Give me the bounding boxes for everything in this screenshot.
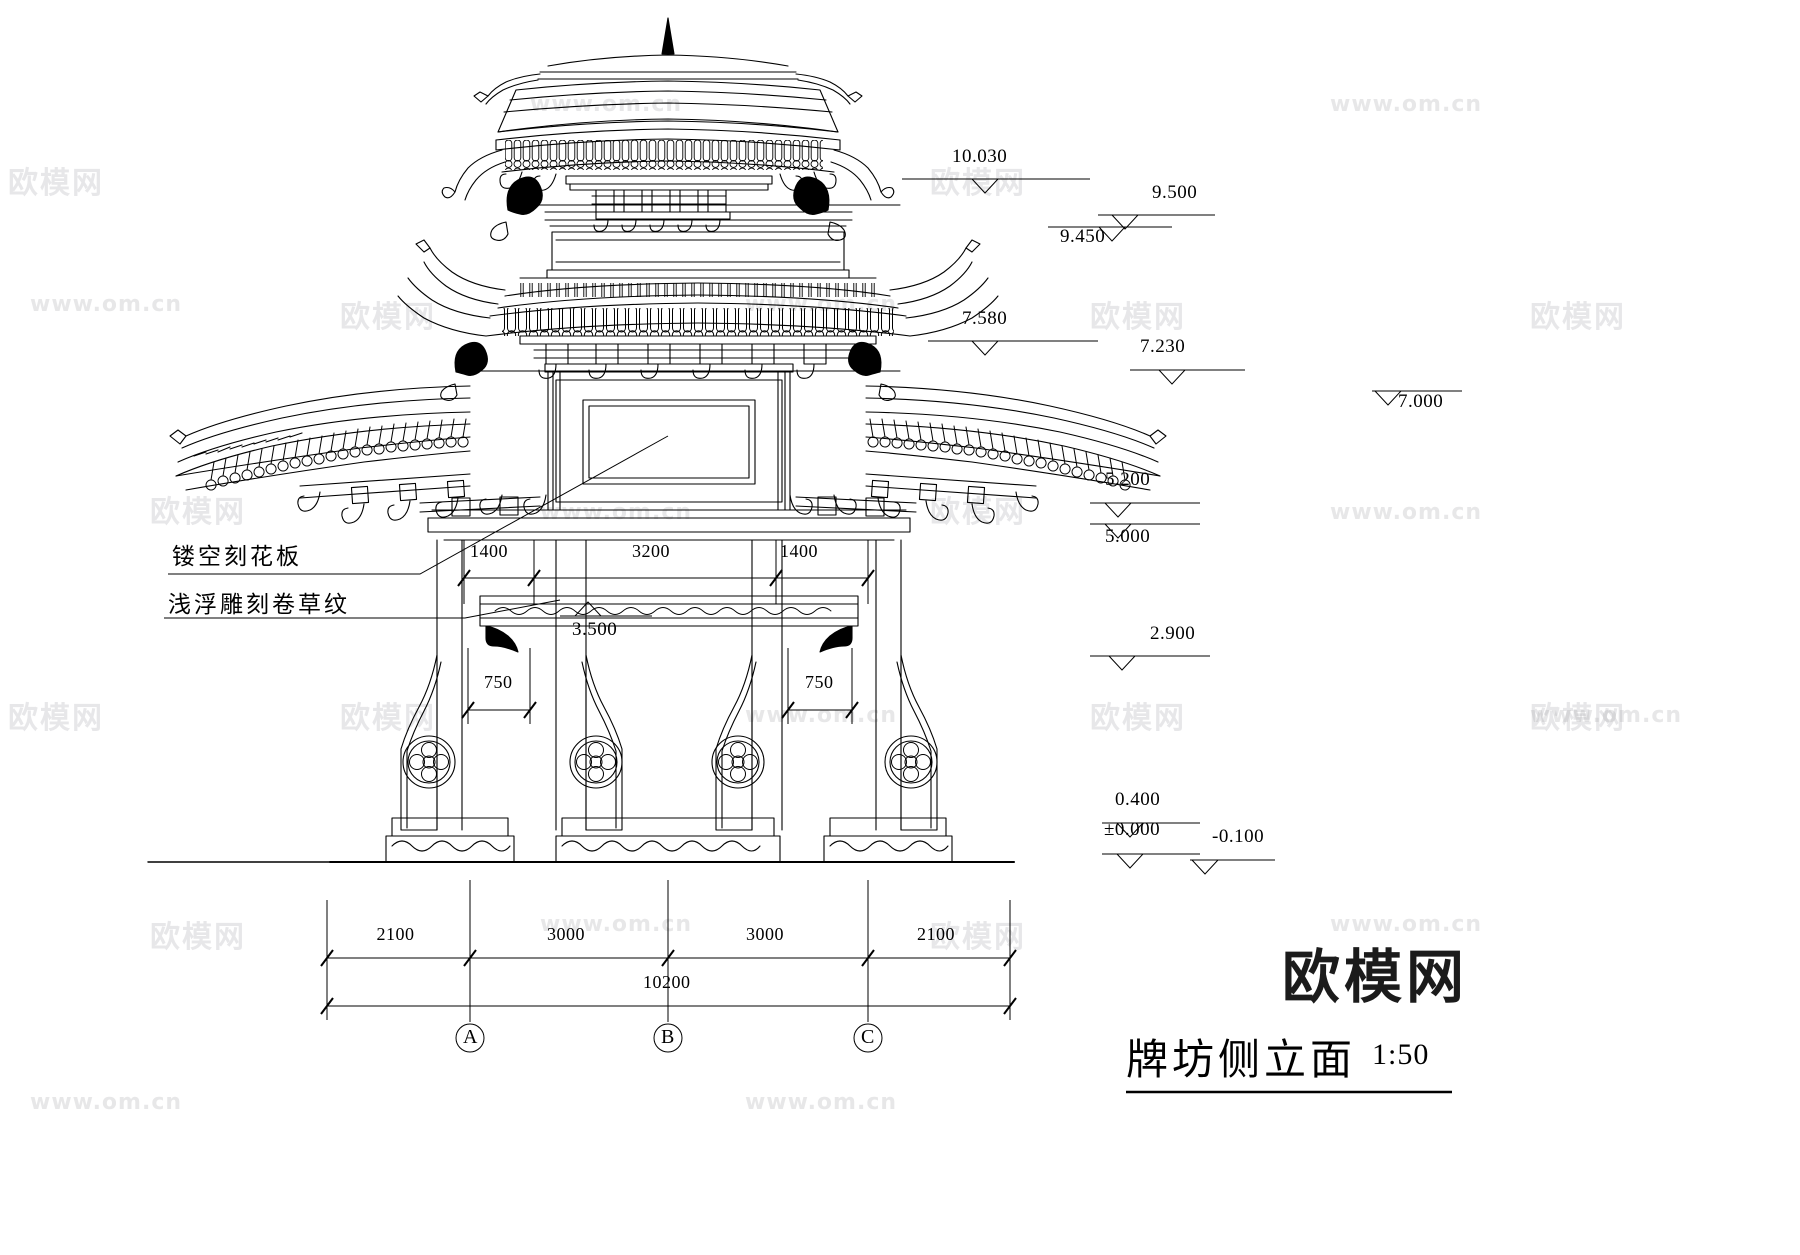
elevation-triangle xyxy=(1103,523,1133,539)
elevation-triangle xyxy=(970,178,1000,194)
watermark-cn: 欧模网 xyxy=(1530,701,1626,736)
dimension-value: 750 xyxy=(484,672,513,692)
drawing-scale: 1:50 xyxy=(1372,1038,1430,1071)
watermark-cn: 欧模网 xyxy=(150,495,246,530)
watermark-cn: 欧模网 xyxy=(1090,300,1186,335)
dimension-lines xyxy=(320,540,1017,1053)
elevation-value: 10.030 xyxy=(952,146,1008,167)
annotation-note: 镂空刻花板 xyxy=(172,544,302,570)
carved-lintel xyxy=(479,595,859,653)
elevation-triangle xyxy=(1103,502,1133,518)
elevation-triangle xyxy=(1373,390,1403,406)
drawing-title: 牌坊侧立面 xyxy=(1126,1035,1357,1084)
elevation-value: 5.000 xyxy=(1105,526,1151,547)
watermark-url: www.om.cn xyxy=(1330,500,1483,525)
watermark-cn: 欧模网 xyxy=(1090,701,1186,736)
roof-lower xyxy=(169,341,1167,524)
grid-bubble-label: C xyxy=(861,1026,875,1048)
central-plaque xyxy=(544,363,794,511)
elevation-value: ±0.000 xyxy=(1104,819,1161,840)
elevation-triangle xyxy=(970,340,1000,356)
elevation-value: 9.450 xyxy=(1060,226,1106,247)
elevation-value: 2.900 xyxy=(1150,623,1196,644)
watermark-cn: 欧模网 xyxy=(930,166,1026,201)
watermark-url: www.om.cn xyxy=(30,1090,183,1115)
plinths xyxy=(385,817,953,863)
elevation-triangle xyxy=(1115,822,1145,838)
elevation-triangle xyxy=(1157,369,1187,385)
elevation-triangle xyxy=(1107,655,1137,671)
dimension-value: 750 xyxy=(805,672,834,692)
elevation-triangle xyxy=(1110,214,1140,230)
note-leaders xyxy=(164,435,669,619)
dimension-segment-value: 3000 xyxy=(547,924,585,944)
elevation-value: 7.580 xyxy=(962,308,1008,329)
elevation-value: 3.500 xyxy=(572,619,618,640)
elevation-triangle xyxy=(1115,853,1145,869)
elevation-triangle xyxy=(573,601,603,617)
elevation-value: 7.230 xyxy=(1140,336,1186,357)
elevation-triangle xyxy=(1097,226,1127,242)
elevation-value: 7.000 xyxy=(1398,391,1444,412)
annotation-note: 浅浮雕刻卷草纹 xyxy=(168,592,350,618)
watermark-cn: 欧模网 xyxy=(930,495,1026,530)
dimension-value: 1400 xyxy=(470,541,508,561)
elevation-value: 0.400 xyxy=(1115,789,1161,810)
watermark-cn: 欧模网 xyxy=(8,166,104,201)
watermark-cn: 欧模网 xyxy=(1530,300,1626,335)
watermark-cn: 欧模网 xyxy=(150,920,246,955)
grid-bubble-label: A xyxy=(463,1026,478,1048)
watermark-cn: 欧模网 xyxy=(340,701,436,736)
roof-top xyxy=(441,17,895,232)
watermark-cn: 欧模网 xyxy=(930,920,1026,955)
dimension-total-value: 10200 xyxy=(643,972,691,992)
grid-bubble-label: B xyxy=(661,1026,675,1048)
architrave xyxy=(427,509,911,541)
dimension-segment-value: 3000 xyxy=(746,924,784,944)
watermark-url: www.om.cn xyxy=(1530,703,1683,728)
watermark-cn: 欧模网 xyxy=(340,300,436,335)
elevation-triangle xyxy=(1190,859,1220,875)
roof-middle xyxy=(397,176,999,379)
elevation-value: 9.500 xyxy=(1152,182,1198,203)
watermark-url: www.om.cn xyxy=(1330,92,1483,117)
watermark-url: www.om.cn xyxy=(540,912,693,937)
watermark-url: www.om.cn xyxy=(745,703,898,728)
watermark-url: www.om.cn xyxy=(745,1090,898,1115)
dimension-value: 1400 xyxy=(780,541,818,561)
dimension-value: 3200 xyxy=(632,541,670,561)
watermark-url: www.om.cn xyxy=(30,292,183,317)
brand-watermark: 欧模网 xyxy=(1282,943,1469,1011)
elevation-value: -0.100 xyxy=(1212,826,1265,847)
dimension-segment-value: 2100 xyxy=(376,924,415,944)
watermark-cn: 欧模网 xyxy=(8,701,104,736)
watermark-url: www.om.cn xyxy=(540,500,693,525)
drum-stones xyxy=(400,654,938,831)
elevation-value: 5.200 xyxy=(1105,469,1151,490)
watermark-url: www.om.cn xyxy=(1330,912,1483,937)
dimension-segment-value: 2100 xyxy=(917,924,955,944)
